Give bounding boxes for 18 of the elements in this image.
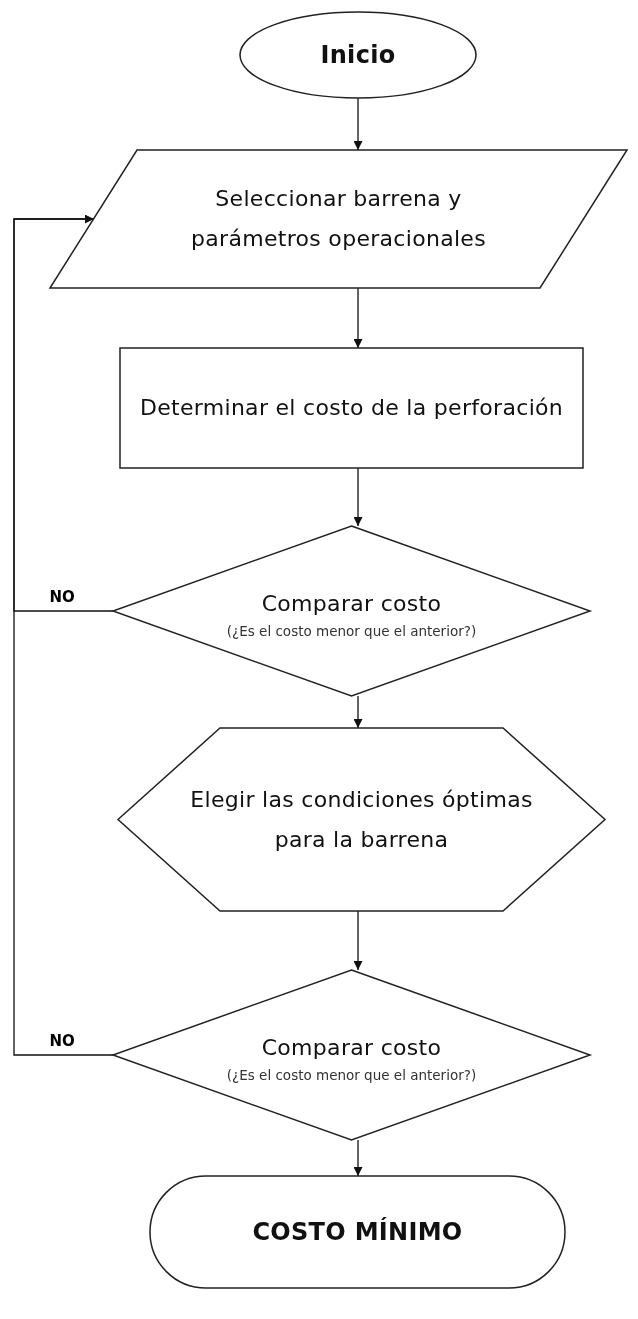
- arrow: [353, 910, 363, 971]
- node-note: (¿Es el costo menor que el anterior?): [226, 623, 477, 639]
- arrow: [13, 214, 114, 1056]
- arrow: [353, 695, 363, 729]
- edge-label: NO: [47, 589, 77, 605]
- node-label: Inicio: [320, 40, 396, 71]
- node-label: Elegir las condiciones óptimas para la barrena: [189, 785, 534, 854]
- node-label: COSTO MÍNIMO: [252, 1216, 463, 1248]
- node-label: Comparar costo: [261, 1033, 442, 1062]
- arrow: [353, 467, 363, 527]
- node-label: Determinar el costo de la perforación: [139, 394, 564, 422]
- arrow: [353, 97, 363, 151]
- node-label: Seleccionar barrena y parámetros operacionales: [190, 185, 487, 253]
- arrow: [353, 287, 363, 349]
- node-label: Comparar costo: [261, 589, 442, 618]
- edge-label: NO: [47, 1033, 77, 1049]
- node-note: (¿Es el costo menor que el anterior?): [226, 1067, 477, 1083]
- arrow: [353, 1139, 363, 1177]
